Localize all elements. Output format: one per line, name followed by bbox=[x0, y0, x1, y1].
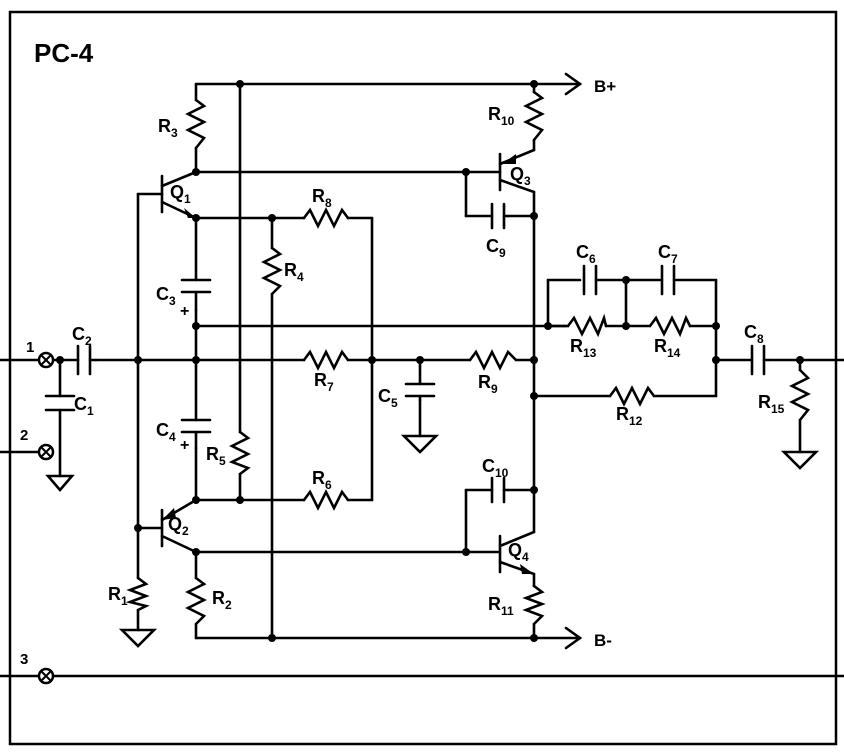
r13-label: R13 bbox=[570, 336, 597, 360]
diagram-frame bbox=[8, 10, 838, 746]
r12-label: R12 bbox=[616, 404, 643, 428]
r8-label: R8 bbox=[312, 186, 332, 210]
c10-label: C10 bbox=[482, 456, 509, 480]
c6-label: C6 bbox=[576, 242, 596, 266]
terminal-1 bbox=[37, 351, 55, 369]
ground-symbols bbox=[45, 434, 820, 648]
terminal-3-label: 3 bbox=[20, 651, 28, 668]
q4-label: Q4 bbox=[508, 540, 529, 564]
terminal-2-label: 2 bbox=[20, 427, 28, 444]
c3-label: C3 bbox=[156, 284, 176, 308]
c3-polarity-mark: + bbox=[180, 303, 189, 320]
r10-label: R10 bbox=[488, 104, 515, 128]
c7-label: C7 bbox=[658, 242, 678, 266]
r5-label: R5 bbox=[206, 444, 226, 468]
diagram-title: PC-4 bbox=[34, 38, 94, 68]
q3-label: Q3 bbox=[510, 164, 531, 188]
c5-label: C5 bbox=[378, 386, 398, 410]
junction-dots bbox=[56, 80, 804, 642]
c4-polarity-mark: + bbox=[180, 437, 189, 454]
resistor-symbols bbox=[125, 90, 811, 626]
r11-label: R11 bbox=[488, 594, 514, 618]
wires bbox=[0, 72, 844, 678]
r3-label: R3 bbox=[158, 116, 178, 140]
capacitor-symbols bbox=[44, 202, 770, 504]
q1-label: Q1 bbox=[170, 182, 191, 206]
c1-label: C1 bbox=[74, 394, 94, 418]
rail-label-positive: B+ bbox=[594, 77, 616, 96]
r1-label: R1 bbox=[108, 584, 128, 608]
r15-label: R15 bbox=[758, 392, 785, 416]
r9-label: R9 bbox=[478, 372, 498, 396]
rail-label-negative: B- bbox=[594, 631, 612, 650]
c4-label: C4 bbox=[156, 420, 176, 444]
transistor-symbols bbox=[160, 148, 536, 576]
terminal-3 bbox=[37, 667, 55, 685]
terminal-symbols bbox=[37, 351, 55, 685]
r2-label: R2 bbox=[212, 588, 232, 612]
terminal-1-label: 1 bbox=[26, 339, 34, 356]
r7-label: R7 bbox=[314, 370, 334, 394]
c8-label: C8 bbox=[744, 322, 764, 346]
q2-label: Q2 bbox=[168, 514, 189, 538]
terminal-2 bbox=[37, 443, 55, 461]
r14-label: R14 bbox=[654, 336, 681, 360]
c2-label: C2 bbox=[72, 324, 92, 348]
r6-label: R6 bbox=[312, 468, 332, 492]
c9-label: C9 bbox=[486, 236, 506, 260]
r4-label: R4 bbox=[284, 260, 304, 284]
